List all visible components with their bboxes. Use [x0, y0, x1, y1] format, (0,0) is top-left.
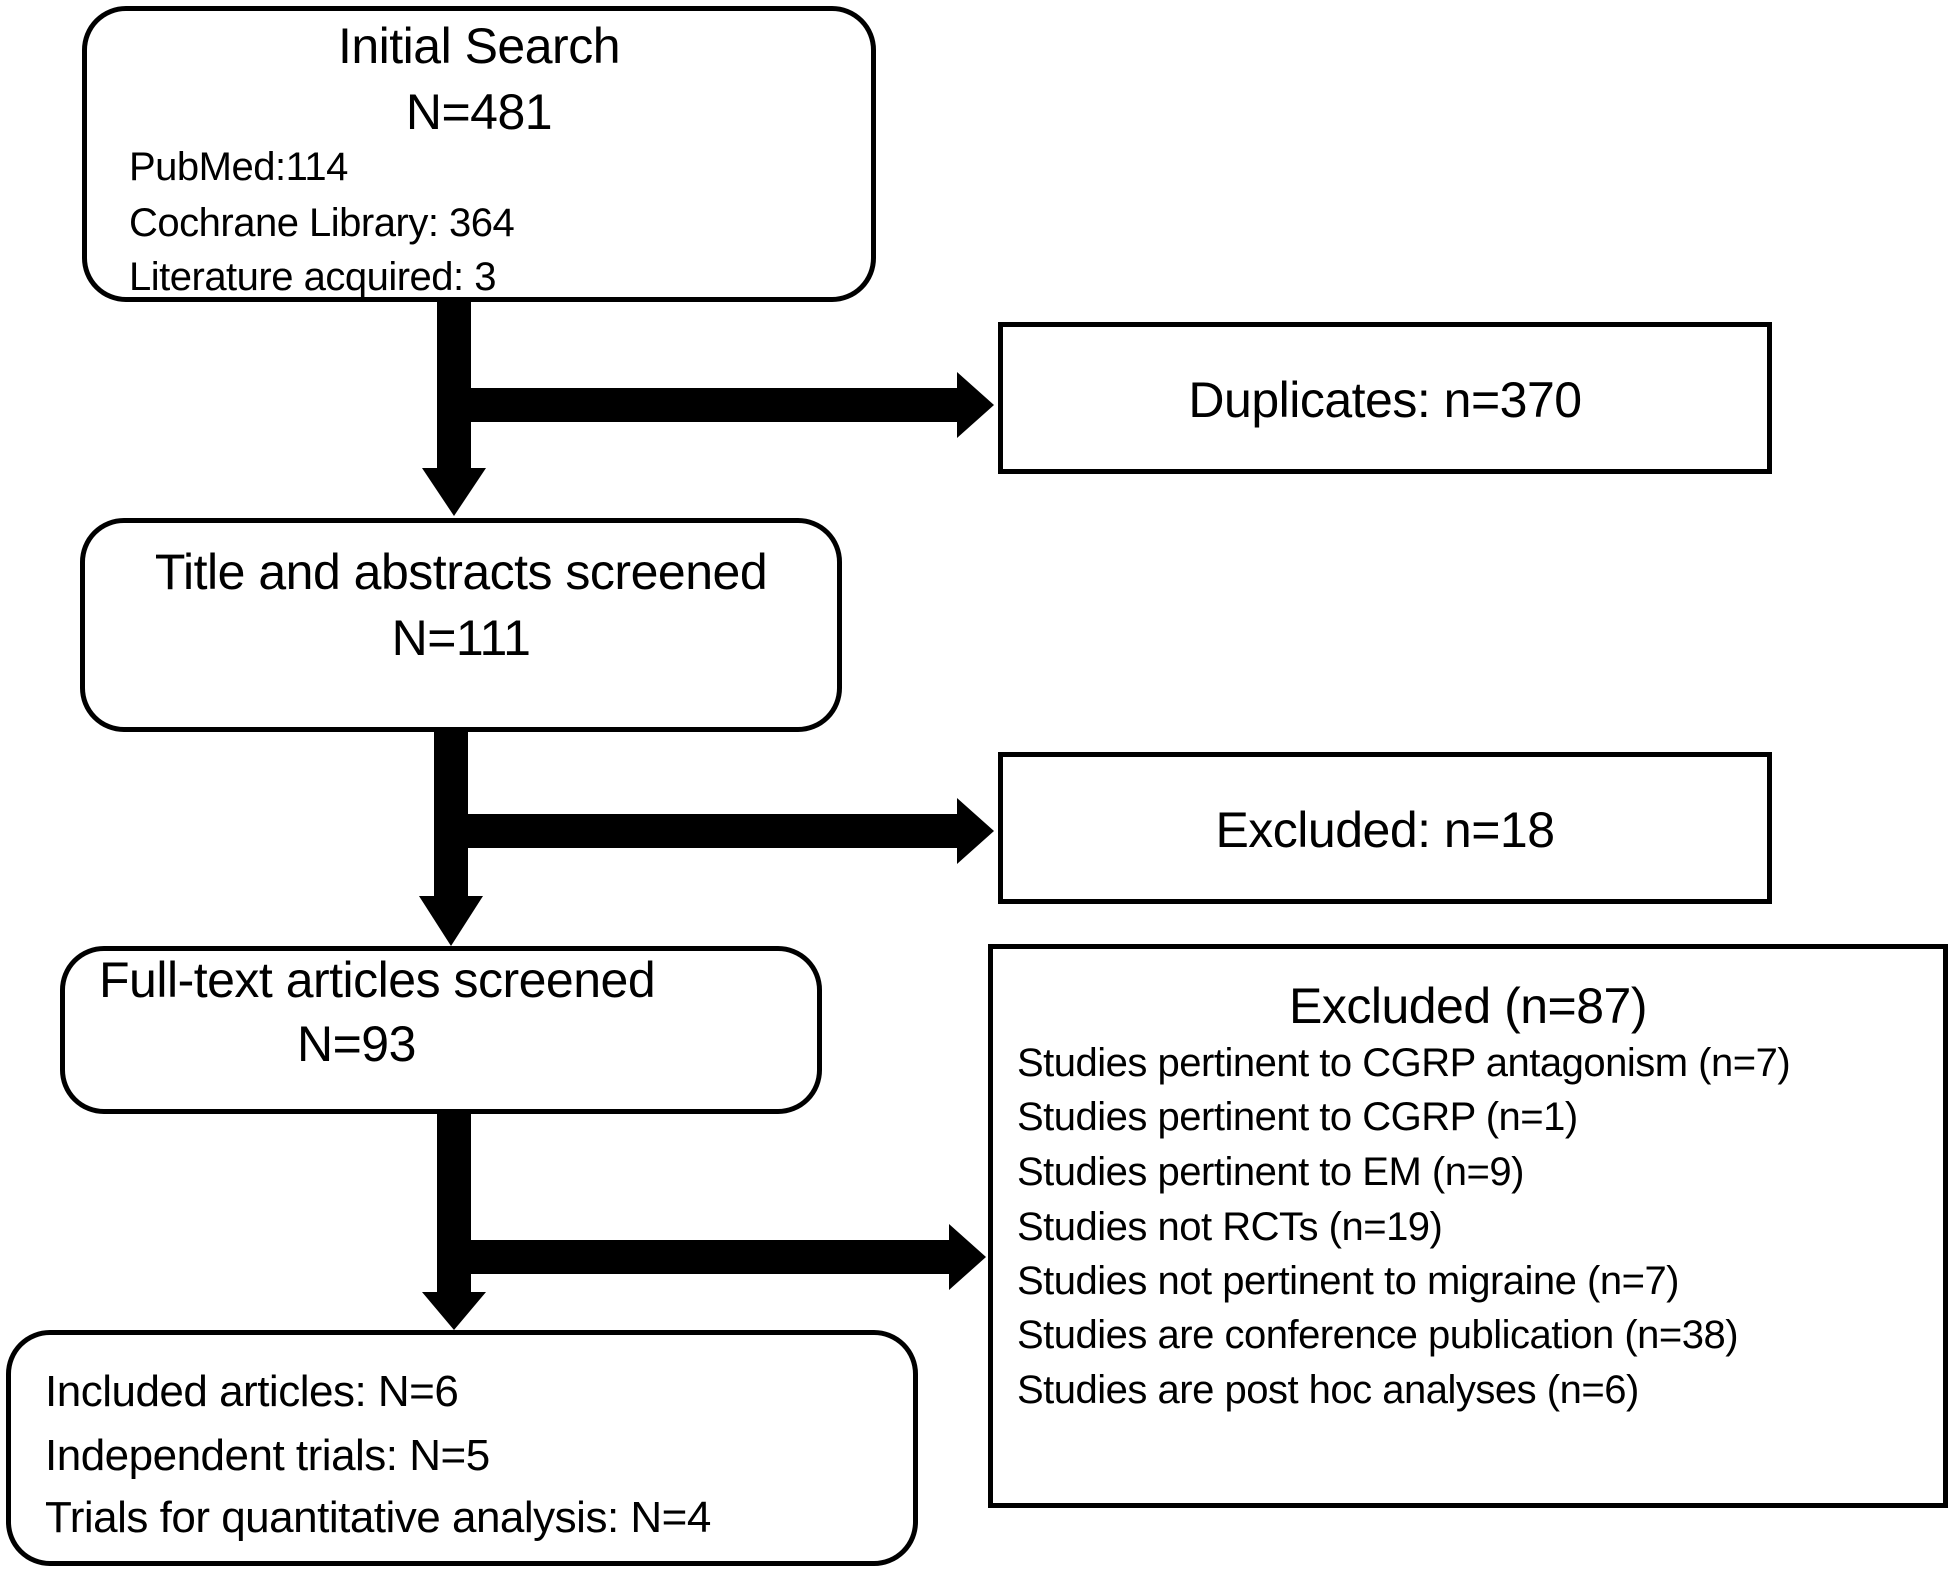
branch-head-2: [957, 798, 994, 864]
branch-head-3: [949, 1224, 986, 1290]
title-abstracts-box: Title and abstracts screened N=111: [80, 518, 842, 732]
excluded-first-label: Excluded: n=18: [1215, 802, 1555, 858]
exclusion-reason: Studies pertinent to CGRP antagonism (n=…: [1017, 1041, 1791, 1085]
arrow-shaft-3: [437, 1114, 471, 1294]
source-literature: Literature acquired: 3: [129, 255, 497, 299]
excluded-second-title: Excluded (n=87): [1288, 978, 1648, 1034]
branch-shaft-3: [471, 1240, 953, 1274]
excluded-second-box: Excluded (n=87) Studies pertinent to CGR…: [988, 944, 1948, 1508]
branch-shaft-1: [471, 388, 961, 422]
full-text-box: Full-text articles screened N=93: [60, 946, 822, 1114]
initial-search-count: N=481: [405, 84, 553, 140]
branch-head-1: [957, 372, 994, 438]
included-box: Included articles: N=6 Independent trial…: [6, 1330, 918, 1566]
full-text-title: Full-text articles screened: [99, 952, 656, 1008]
title-abstracts-title: Title and abstracts screened: [154, 544, 768, 600]
arrow-head-3: [422, 1292, 486, 1330]
arrow-shaft-1: [437, 298, 471, 470]
initial-search-box: Initial Search N=481 PubMed:114 Cochrane…: [82, 6, 876, 302]
duplicates-label: Duplicates: n=370: [1188, 372, 1582, 428]
exclusion-reason: Studies are post hoc analyses (n=6): [1017, 1368, 1639, 1412]
exclusion-reason: Studies pertinent to EM (n=9): [1017, 1150, 1524, 1194]
independent-trials: Independent trials: N=5: [45, 1431, 490, 1480]
exclusion-reason: Studies are conference publication (n=38…: [1017, 1313, 1739, 1357]
source-cochrane: Cochrane Library: 364: [129, 201, 515, 245]
exclusion-reason: Studies not RCTs (n=19): [1017, 1205, 1443, 1249]
excluded-first-box: Excluded: n=18: [998, 752, 1772, 904]
full-text-count: N=93: [297, 1016, 416, 1072]
quantitative-trials: Trials for quantitative analysis: N=4: [45, 1493, 711, 1542]
initial-search-title: Initial Search: [337, 18, 621, 74]
duplicates-box: Duplicates: n=370: [998, 322, 1772, 474]
branch-shaft-2: [468, 814, 961, 848]
title-abstracts-count: N=111: [391, 610, 531, 666]
exclusion-reason: Studies not pertinent to migraine (n=7): [1017, 1259, 1680, 1303]
exclusion-reason: Studies pertinent to CGRP (n=1): [1017, 1095, 1578, 1139]
source-pubmed: PubMed:114: [129, 145, 348, 189]
arrow-head-2: [419, 896, 483, 946]
included-articles: Included articles: N=6: [45, 1367, 459, 1416]
arrow-head-1: [422, 468, 486, 516]
arrow-shaft-2: [434, 732, 468, 898]
